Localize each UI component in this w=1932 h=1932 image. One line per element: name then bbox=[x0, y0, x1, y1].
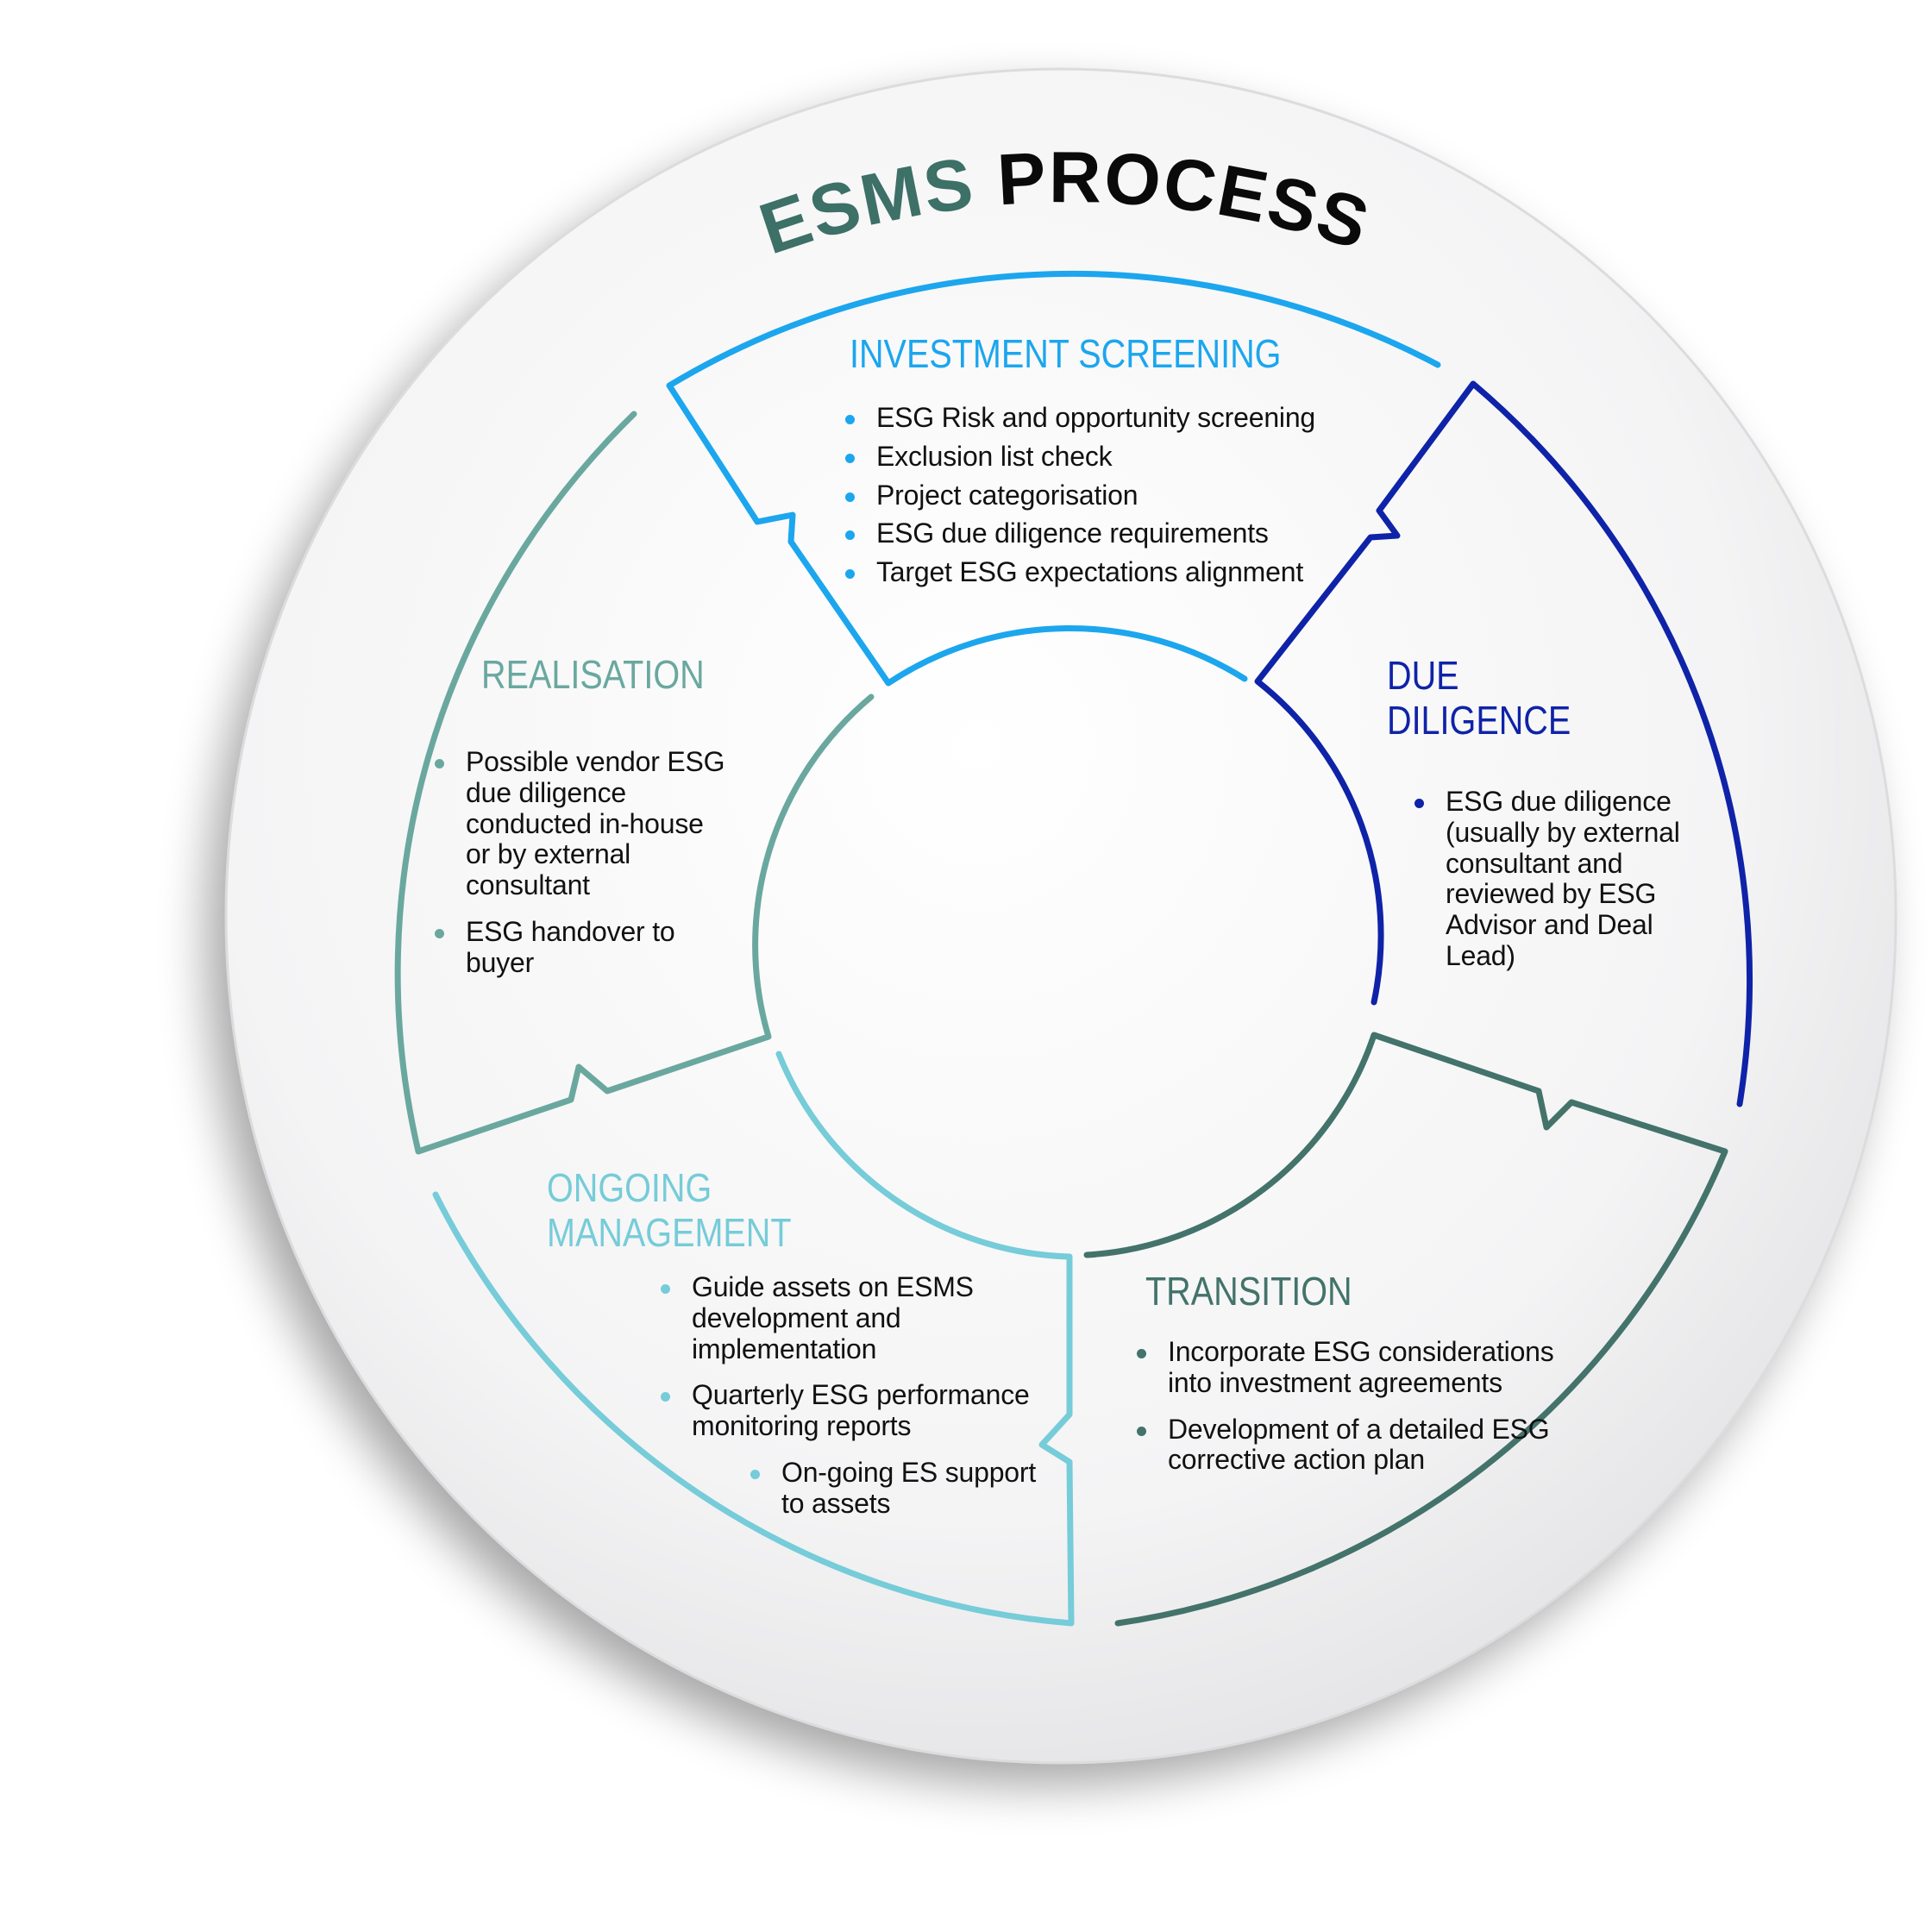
investment-screening-bullet: ESG Risk and opportunity screening bbox=[845, 402, 1328, 434]
realisation-segment bbox=[394, 411, 875, 1155]
transition-bullet: Development of a detailed ESG corrective… bbox=[1137, 1414, 1585, 1477]
due-diligence-title: DUE DILIGENCE bbox=[1387, 653, 1571, 743]
investment-screening-segment bbox=[666, 270, 1441, 687]
investment-screening-bullet: Exclusion list check bbox=[845, 441, 1328, 473]
due-diligence-bullets: ESG due diligence (usually by external c… bbox=[1414, 786, 1699, 988]
due-diligence-bullet: ESG due diligence (usually by external c… bbox=[1414, 786, 1699, 972]
transition-title: TRANSITION bbox=[1145, 1269, 1352, 1314]
due-diligence-segment bbox=[1254, 380, 1753, 1107]
ongoing-management-bullets: Guide assets on ESMS development and imp… bbox=[661, 1271, 1057, 1535]
ongoing-management-title: ONGOING MANAGEMENT bbox=[547, 1165, 792, 1255]
due-diligence-title-line2: DILIGENCE bbox=[1387, 697, 1571, 743]
transition-bullets: Incorporate ESG considerations into inve… bbox=[1137, 1336, 1585, 1491]
realisation-bullet: Possible vendor ESG due diligence conduc… bbox=[435, 746, 728, 901]
investment-screening-bullet: Project categorisation bbox=[845, 480, 1328, 511]
ongoing-management-bullet: Quarterly ESG performance monitoring rep… bbox=[661, 1380, 1057, 1442]
investment-screening-bullet: Target ESG expectations alignment bbox=[845, 556, 1328, 588]
ongoing-management-bullet: Guide assets on ESMS development and imp… bbox=[661, 1271, 1057, 1364]
realisation-title: REALISATION bbox=[481, 652, 705, 697]
background-disc bbox=[226, 69, 1896, 1763]
realisation-bullets: Possible vendor ESG due diligence conduc… bbox=[435, 746, 728, 994]
ongoing-management-title-line1: ONGOING bbox=[547, 1165, 712, 1210]
ongoing-management-bullet: On-going ES support to assets bbox=[750, 1457, 1057, 1520]
due-diligence-title-line1: DUE bbox=[1387, 653, 1459, 698]
realisation-bullet: ESG handover to buyer bbox=[435, 916, 728, 979]
transition-bullet: Incorporate ESG considerations into inve… bbox=[1137, 1336, 1585, 1399]
ongoing-management-title-line2: MANAGEMENT bbox=[547, 1209, 792, 1255]
ongoing-management-segment bbox=[432, 1051, 1075, 1627]
investment-screening-title: INVESTMENT SCREENING bbox=[850, 331, 1282, 376]
background-disc-rim bbox=[224, 67, 1898, 1765]
transition-segment bbox=[1083, 1032, 1728, 1627]
investment-screening-bullet: ESG due diligence requirements bbox=[845, 518, 1328, 549]
